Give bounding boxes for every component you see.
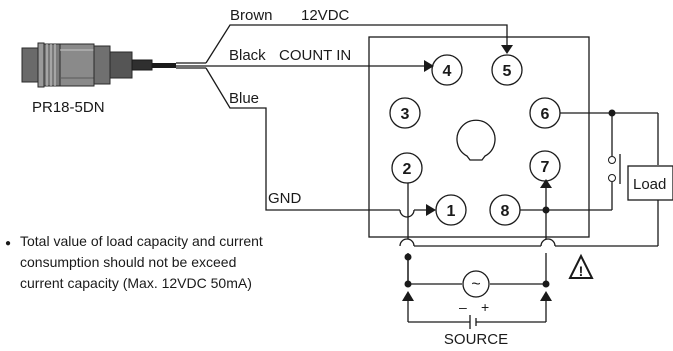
pin-4: 4 <box>431 54 463 86</box>
pin-3: 3 <box>389 97 421 129</box>
pin-8-label: 8 <box>501 203 510 220</box>
arrow-head-pin5 <box>501 45 513 54</box>
black-wire-label: Black <box>229 47 266 64</box>
pin-2-label: 2 <box>403 161 412 178</box>
socket-body <box>368 36 590 238</box>
pin-5-label: 5 <box>503 63 512 80</box>
sensor-cable <box>176 62 206 69</box>
pin-8: 8 <box>489 194 521 226</box>
brown-signal-label: 12VDC <box>301 7 350 24</box>
source-circuit <box>402 179 552 329</box>
source-minus-label: – <box>459 299 467 315</box>
pin-1: 1 <box>435 194 467 226</box>
pin-6-label: 6 <box>541 106 550 123</box>
keyhole-icon <box>456 119 496 161</box>
blue-wire <box>205 67 400 211</box>
black-signal-label: COUNT IN <box>279 47 351 64</box>
blue-signal-label: GND <box>268 190 302 207</box>
pin-7: 7 <box>529 150 561 182</box>
pin-1-label: 1 <box>447 203 456 220</box>
pin-7-label: 7 <box>541 159 550 176</box>
note-line-3: current capacity (Max. 12VDC 50mA) <box>20 275 252 291</box>
note-line-1: Total value of load capacity and current <box>20 233 263 249</box>
svg-text:!: ! <box>579 263 584 279</box>
arrow-head-pin4 <box>424 60 434 72</box>
arrow-up-right <box>540 291 552 301</box>
brown-wire-label: Brown <box>230 7 273 24</box>
warning-icon: ! <box>568 253 594 279</box>
ac-source-icon <box>462 270 490 298</box>
source-label: SOURCE <box>444 331 508 348</box>
note-bullet: ● <box>5 238 11 249</box>
ac-symbol: ~ <box>471 276 480 293</box>
proximity-sensor-icon <box>21 42 176 88</box>
pin-3-label: 3 <box>401 106 410 123</box>
blue-wire-crossing <box>399 209 415 218</box>
arrow-up-left <box>402 291 414 301</box>
note-line-2: consumption should not be exceed <box>20 254 236 270</box>
pin-5: 5 <box>491 54 523 86</box>
output-circuit <box>399 109 673 247</box>
pin-6: 6 <box>529 97 561 129</box>
blue-wire-label: Blue <box>229 90 259 107</box>
arrow-head-pin1 <box>426 204 436 216</box>
pin-4-label: 4 <box>443 63 452 80</box>
pin-2: 2 <box>391 152 423 184</box>
source-plus-label: + <box>481 299 489 315</box>
sensor-model-label: PR18-5DN <box>32 99 105 116</box>
load-label: Load <box>633 176 666 193</box>
brown-wire <box>205 24 508 64</box>
load-box <box>627 165 673 201</box>
